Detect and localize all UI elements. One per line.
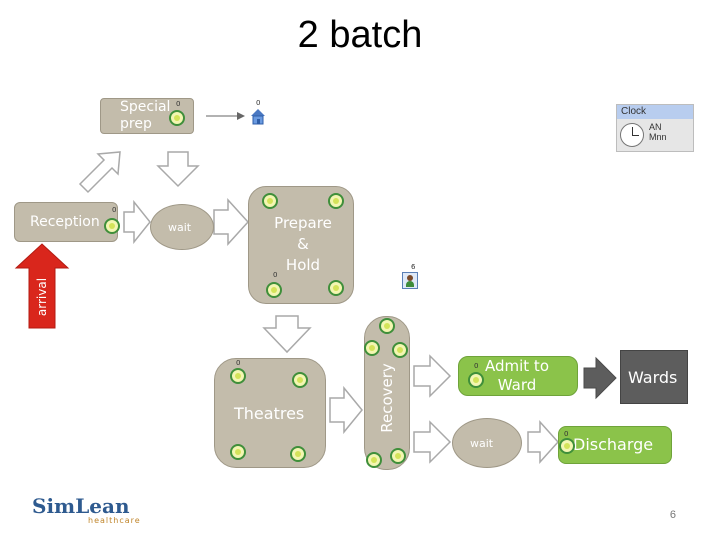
arrival-arrow (14, 243, 70, 329)
prepare-to-theatres-arrow (262, 315, 312, 354)
logo-brand: SimLean (32, 494, 130, 518)
discharge-node[interactable] (558, 426, 672, 464)
wait-label-1: wait (168, 221, 192, 234)
wards-node[interactable] (620, 350, 688, 404)
prepare-counter: 0 (273, 271, 278, 279)
clock-face-icon (620, 123, 644, 147)
special-prep-label: Special prep (120, 99, 171, 132)
wait-to-discharge-arrow (527, 420, 560, 464)
special-to-wait-arrow (156, 151, 200, 188)
page-number: 6 (669, 509, 676, 521)
page-title: 2 batch (297, 14, 423, 56)
reception-slot (104, 218, 120, 234)
prepare-slot-3 (266, 282, 282, 298)
logo-sub: healthcare (88, 516, 141, 525)
clock-line1: AN (649, 122, 662, 132)
person-icon (402, 272, 418, 289)
theatres-slot-4 (290, 446, 306, 462)
recovery-slot-5 (390, 448, 406, 464)
admit-counter: 0 (474, 362, 479, 370)
admit-node[interactable] (458, 356, 578, 396)
recovery-slot-1 (379, 318, 395, 334)
prepare-slot-2 (328, 193, 344, 209)
recovery-to-admit-arrow (413, 354, 452, 398)
recovery-slot-4 (366, 452, 382, 468)
discharge-slot (559, 438, 575, 454)
theatres-label: Theatres (234, 404, 305, 423)
recovery-slot-3 (392, 342, 408, 358)
theatres-to-recovery-arrow (329, 385, 363, 435)
theatres-slot-3 (230, 444, 246, 460)
reception-to-special-arrow (78, 151, 121, 194)
clock-title-bar (617, 105, 693, 119)
house-icon (249, 107, 267, 125)
wait-node-2[interactable] (452, 418, 522, 468)
house-counter: 0 (256, 99, 261, 107)
discharge-label: Discharge (573, 435, 654, 454)
recovery-slot-2 (364, 340, 380, 356)
clock-widget[interactable]: Clock AN Mnn (616, 104, 694, 152)
prepare-hold-label: Prepare & Hold (274, 214, 332, 274)
arrival-label: arrival (35, 277, 49, 317)
reception-counter: 0 (112, 206, 117, 214)
special-prep-counter: 0 (176, 100, 181, 108)
recovery-label: Recovery (378, 363, 396, 433)
person-counter: 6 (411, 263, 416, 271)
reception-to-wait-arrow (123, 199, 151, 245)
theatres-slot-1 (230, 368, 246, 384)
clock-line2: Mnn (649, 132, 667, 142)
theatres-counter: 0 (236, 359, 241, 367)
reception-label: Reception (30, 214, 100, 230)
recovery-to-wait-arrow (413, 420, 452, 464)
wards-label: Wards (628, 368, 678, 387)
admit-slot (468, 372, 484, 388)
discharge-counter: 0 (564, 430, 569, 438)
wait-label-2: wait (470, 437, 494, 450)
admit-to-wards-arrow (583, 356, 617, 400)
reception-node[interactable] (14, 202, 118, 242)
special-prep-slot (169, 110, 185, 126)
wait-node-1[interactable] (150, 204, 214, 250)
simlean-logo: SimLean healthcare (32, 494, 142, 530)
prepare-slot-1 (262, 193, 278, 209)
theatres-slot-2 (292, 372, 308, 388)
clock-title: Clock (621, 106, 647, 117)
admit-label: Admit to Ward (484, 357, 549, 394)
wait-to-prepare-arrow (213, 198, 250, 246)
prepare-slot-4 (328, 280, 344, 296)
